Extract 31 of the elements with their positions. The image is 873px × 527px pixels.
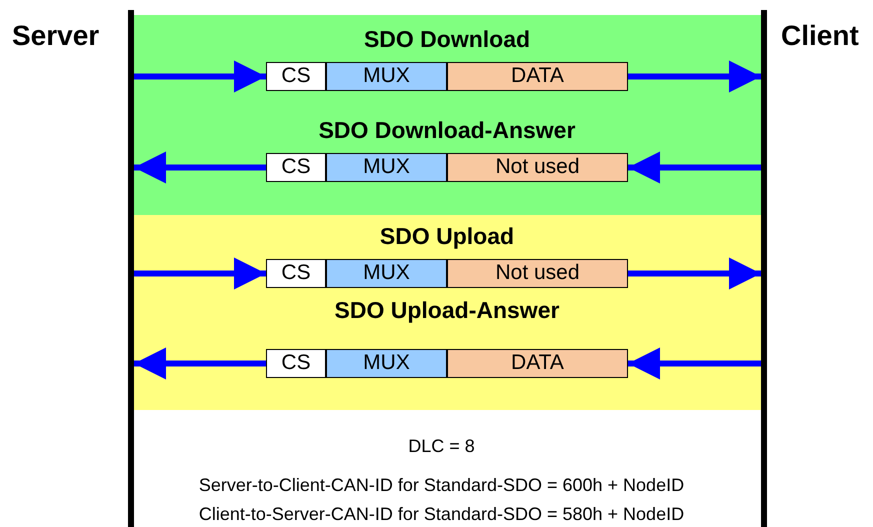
message-title: SDO Download bbox=[364, 26, 530, 52]
message-title: SDO Upload bbox=[380, 223, 514, 249]
lifeline-label: Client bbox=[781, 20, 859, 52]
note-text: Server-to-Client-CAN-ID for Standard-SDO = 600h + NodeID bbox=[198, 475, 684, 495]
lifeline-label: Server bbox=[12, 20, 100, 52]
frame-field: MUX bbox=[326, 259, 447, 288]
arrow bbox=[628, 258, 761, 290]
message-title: SDO Download-Answer bbox=[318, 117, 576, 143]
band-background bbox=[134, 215, 761, 410]
frame-field: CS bbox=[266, 62, 326, 91]
arrow bbox=[134, 258, 266, 290]
note-text: DLC = 8 bbox=[408, 436, 475, 456]
frame-field: Not used bbox=[447, 153, 628, 182]
frame-field: MUX bbox=[326, 62, 447, 91]
arrow bbox=[628, 152, 761, 184]
frame-field: Not used bbox=[447, 259, 628, 288]
frame-field: CS bbox=[266, 349, 326, 378]
arrow bbox=[628, 348, 761, 380]
arrow bbox=[134, 348, 266, 380]
frame-field: DATA bbox=[447, 62, 628, 91]
note-text: Client-to-Server-CAN-ID for Standard-SDO = 580h + NodeID bbox=[198, 504, 684, 524]
arrow bbox=[628, 60, 761, 92]
frame-field: CS bbox=[266, 259, 326, 288]
band-background bbox=[134, 15, 761, 215]
message-title: SDO Upload-Answer bbox=[334, 297, 560, 323]
frame-field: CS bbox=[266, 153, 326, 182]
frame-field: DATA bbox=[447, 349, 628, 378]
arrow bbox=[134, 60, 266, 92]
frame-field: MUX bbox=[326, 349, 447, 378]
arrow bbox=[134, 152, 266, 184]
frame-field: MUX bbox=[326, 153, 447, 182]
